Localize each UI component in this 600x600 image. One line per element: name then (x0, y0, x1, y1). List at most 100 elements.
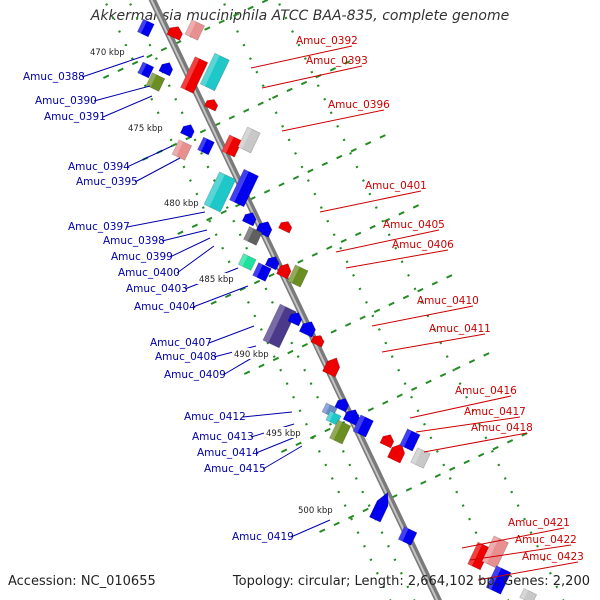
gene-arrow (334, 398, 350, 413)
gene-box (145, 72, 166, 92)
scale-label-bg (232, 348, 272, 359)
leader-line (423, 432, 528, 453)
gene-feature (342, 409, 360, 426)
backbone (148, 0, 442, 600)
gene-arrow (310, 335, 325, 348)
gene-feature (171, 139, 193, 161)
gene-box-shade (146, 72, 157, 88)
gene-box-shade (172, 139, 184, 157)
forward-gene-label: Amuc_0405 (383, 219, 445, 231)
gene-box (397, 526, 418, 546)
gene-feature (229, 168, 259, 208)
leader-line (261, 65, 363, 89)
gene-feature (158, 62, 174, 77)
gene-feature (252, 262, 272, 282)
gene-box-shade (329, 419, 343, 441)
reverse-gene-label: Amuc_0388 (23, 71, 85, 83)
reverse-gene-label: Amuc_0409 (164, 369, 226, 381)
gene-box (485, 565, 512, 595)
gene-feature (329, 419, 352, 445)
gene-feature (180, 56, 209, 94)
gene-arrow (241, 212, 257, 227)
leader-line (381, 333, 486, 353)
gene-arrow (298, 321, 316, 338)
gene-box-shade (322, 402, 330, 414)
leader-line (134, 157, 181, 183)
gene-arrow (369, 491, 389, 523)
scale-label: 480 kbp (164, 199, 199, 209)
scale-label: 475 kbp (128, 124, 163, 134)
leader-line (93, 85, 151, 102)
gene-arrow (255, 221, 273, 238)
topology-text: Topology: circular; Length: 2,664,102 bp… (232, 574, 590, 589)
leader-line (161, 229, 208, 242)
gene-feature (262, 303, 297, 349)
gene-arrow (342, 409, 360, 426)
scale-label-bg (296, 504, 336, 515)
reverse-gene-label: Amuc_0412 (184, 411, 246, 423)
leader-line (192, 285, 249, 308)
gene-box-shade (180, 56, 200, 90)
forward-gene-label: Amuc_0410 (417, 295, 479, 307)
gene-feature (410, 447, 431, 469)
leader-line (242, 411, 293, 418)
gene-feature (237, 126, 261, 154)
gene-feature (278, 221, 293, 234)
leader-line (102, 95, 153, 118)
gene-box (262, 303, 297, 349)
gene-box-shade (486, 565, 502, 590)
gene-box (184, 19, 205, 41)
scale-tick-line (102, 0, 270, 79)
gene-feature (276, 263, 292, 280)
scale-label: 490 kbp (234, 350, 269, 360)
gene-box-shade (262, 304, 286, 343)
reverse-gene-label: Amuc_0419 (232, 531, 294, 543)
gene-box (399, 428, 421, 452)
gene-feature (145, 72, 166, 92)
gene-feature (241, 212, 257, 227)
gene-feature (352, 414, 374, 438)
gene-box-shade (238, 253, 248, 267)
gene-box (137, 61, 155, 79)
gene-arrow (204, 99, 219, 112)
gene-feature (485, 565, 512, 595)
reverse-gene-label: Amuc_0397 (68, 221, 130, 233)
scale-tick-lines (102, 0, 565, 600)
label-leader-lines (81, 45, 579, 581)
gene-feature (387, 443, 406, 464)
gene-box-shade (243, 226, 254, 242)
gene-box (243, 226, 263, 246)
reverse-gene-label: Amuc_0400 (118, 267, 180, 279)
gene-arrow (264, 256, 280, 271)
reverse-gene-label: Amuc_0407 (150, 337, 212, 349)
reverse-gene-label: Amuc_0398 (103, 235, 165, 247)
map-title: Akkermansia muciniphila ATCC BAA-835, co… (90, 8, 510, 24)
gene-box (203, 171, 237, 213)
gene-box-shade (399, 428, 412, 448)
gene-feature (243, 226, 263, 246)
reverse-gene-label: Amuc_0391 (44, 111, 106, 123)
forward-gene-label: Amuc_0411 (429, 323, 491, 335)
gene-feature (255, 221, 273, 238)
scale-tick-line (281, 351, 492, 453)
gene-box-shade (184, 19, 197, 37)
gene-box-shade (137, 62, 147, 75)
gene-box (252, 262, 272, 282)
gene-box-shade (353, 414, 366, 434)
leader-line (208, 325, 255, 344)
gene-feature (166, 26, 183, 41)
gene-box-shade (137, 19, 148, 34)
reverse-gene-label: Amuc_0390 (35, 95, 97, 107)
gene-box-shade (287, 264, 300, 284)
gene-feature (369, 491, 389, 523)
scale-label: 485 kbp (199, 275, 234, 285)
gene-feature (199, 52, 230, 92)
gene-feature (310, 335, 325, 348)
gene-arrow (179, 124, 195, 139)
forward-gene-label: Amuc_0392 (296, 35, 358, 47)
leader-line (290, 519, 331, 538)
leader-line (319, 190, 422, 213)
gene-box (287, 264, 309, 288)
gene-box-shade (238, 127, 252, 149)
